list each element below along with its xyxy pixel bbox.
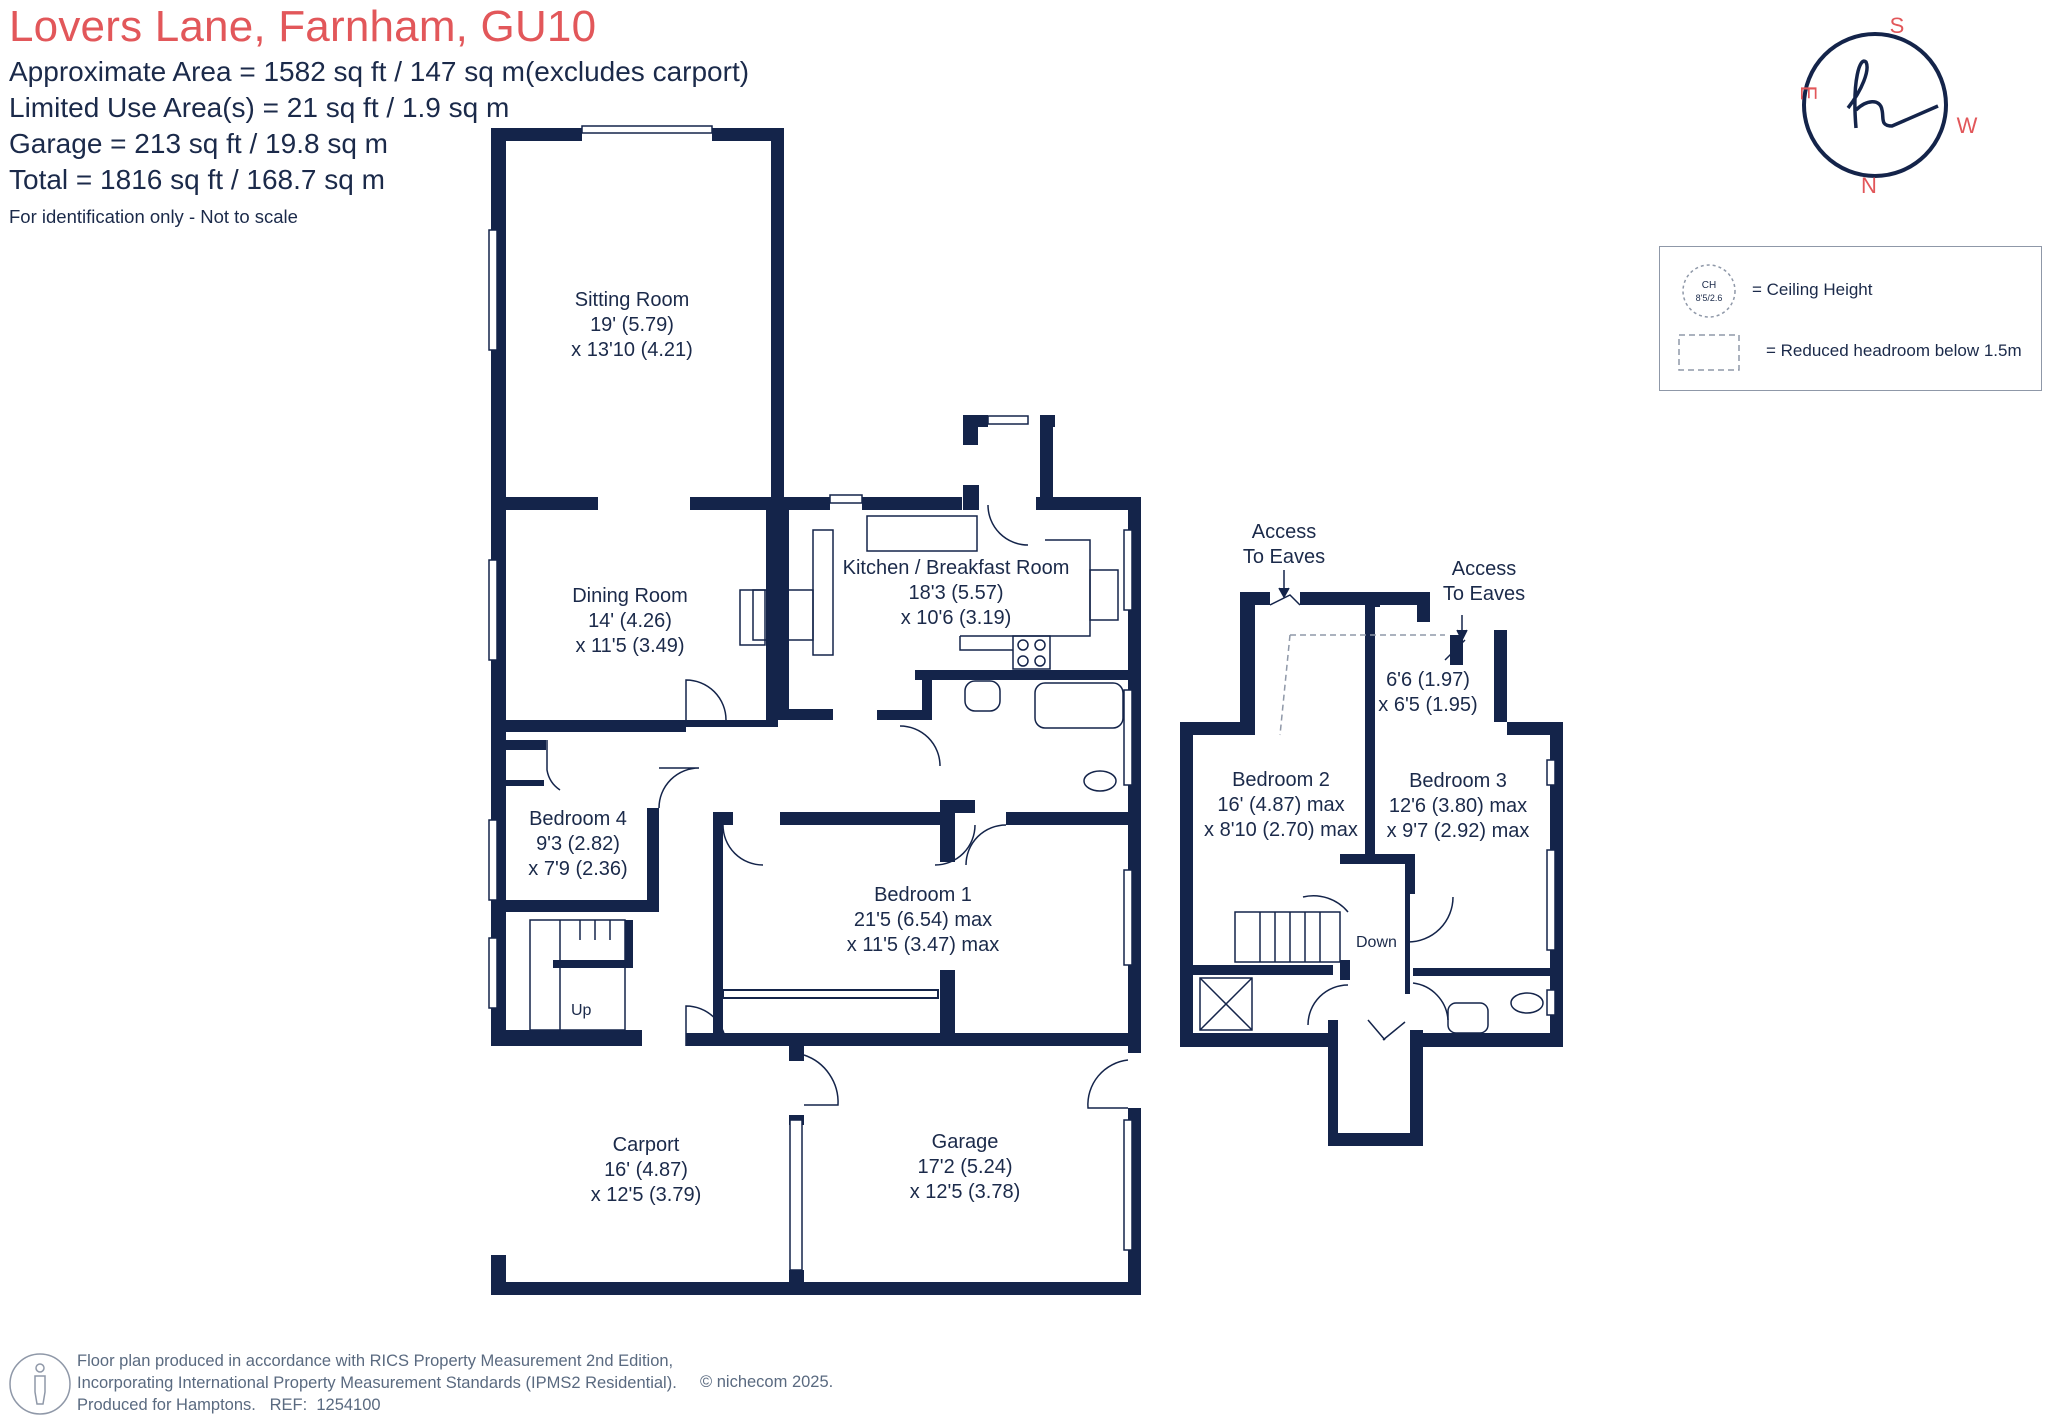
small-room-dim1: 6'6 (1.97)	[1386, 669, 1470, 691]
access-eaves-2-line2: To Eaves	[1443, 583, 1525, 605]
sink-icon	[1089, 569, 1119, 621]
plan-title: Lovers Lane, Farnham, GU10	[9, 2, 597, 51]
reduced-headroom-label: = Reduced headroom below 1.5m	[1766, 341, 2022, 360]
carport-dim1: 16' (4.87)	[604, 1159, 688, 1181]
ceiling-height-icon	[1682, 264, 1736, 318]
ceiling-height-label: = Ceiling Height	[1752, 280, 1873, 299]
footer-line-1: Floor plan produced in accordance with R…	[77, 1352, 674, 1370]
ceiling-icon-bottom: 8'5/2.6	[1696, 293, 1723, 303]
footer-line-3: Produced for Hamptons. REF: 1254100	[77, 1396, 381, 1414]
ground-floor	[491, 128, 1141, 1295]
bedroom3-dim1: 12'6 (3.80) max	[1389, 795, 1527, 817]
bedroom3-name: Bedroom 3	[1409, 770, 1507, 792]
basin-icon	[964, 680, 1001, 712]
small-room-dim2: x 6'5 (1.95)	[1378, 694, 1477, 716]
compass: S N E W	[1796, 13, 1978, 198]
access-eaves-1-line1: Access	[1252, 521, 1316, 543]
first-floor-staircase	[1234, 911, 1341, 963]
bedroom1-name: Bedroom 1	[874, 884, 972, 906]
stairs-down-label: Down	[1356, 934, 1397, 951]
first-floor-basin-icon	[1447, 1002, 1489, 1034]
identification-note: For identification only - Not to scale	[9, 206, 298, 227]
sitting-room-dim2: x 13'10 (4.21)	[571, 339, 693, 361]
bedroom1-dim2: x 11'5 (3.47) max	[847, 934, 999, 956]
dining-room-dim1: 14' (4.26)	[588, 610, 672, 632]
dining-room-dim2: x 11'5 (3.49)	[575, 635, 684, 657]
first-floor	[1180, 592, 1563, 1146]
bedroom2-dim1: 16' (4.87) max	[1217, 794, 1344, 816]
compass-south: S	[1890, 13, 1905, 38]
hamptons-logo-icon	[1846, 59, 1939, 129]
dining-room-name: Dining Room	[572, 585, 688, 607]
person-scale-icon	[9, 1353, 71, 1415]
access-eaves-1-line2: To Eaves	[1243, 546, 1325, 568]
kitchen-dim1: 18'3 (5.57)	[909, 582, 1004, 604]
carport-dim2: x 12'5 (3.79)	[591, 1184, 702, 1206]
ground-doors	[546, 504, 1129, 1109]
footer-notes: Floor plan produced in accordance with R…	[77, 1350, 677, 1416]
access-eaves-2-line1: Access	[1452, 558, 1516, 580]
compass-east: E	[1796, 86, 1821, 101]
bedroom4-dim2: x 7'9 (2.36)	[528, 858, 627, 880]
bedroom1-dim1: 21'5 (6.54) max	[854, 909, 992, 931]
first-floor-details	[1199, 570, 1556, 1041]
approximate-area: Approximate Area = 1582 sq ft / 147 sq m…	[9, 56, 750, 87]
shower-icon	[1199, 977, 1253, 1031]
reduced-headroom-icon	[1678, 334, 1740, 371]
bedroom2-name: Bedroom 2	[1232, 769, 1330, 791]
garage-area: Garage = 213 sq ft / 19.8 sq m	[9, 128, 388, 159]
toilet-icon	[1083, 770, 1117, 792]
first-floor-toilet-icon	[1510, 992, 1544, 1014]
garage-dim2: x 12'5 (3.78)	[910, 1181, 1021, 1203]
bath-icon	[1034, 682, 1124, 729]
compass-west: W	[1957, 113, 1978, 138]
total-area: Total = 1816 sq ft / 168.7 sq m	[9, 164, 385, 195]
ground-windows	[488, 125, 1133, 1271]
kitchen-worktop	[866, 515, 978, 552]
ceiling-icon-top: CH	[1702, 280, 1716, 291]
sitting-room-dim1: 19' (5.79)	[590, 314, 674, 336]
bedroom4-dim1: 9'3 (2.82)	[536, 833, 620, 855]
copyright: © nichecom 2025.	[700, 1373, 834, 1391]
bedroom2-dim2: x 8'10 (2.70) max	[1204, 819, 1358, 841]
garage-dim1: 17'2 (5.24)	[918, 1156, 1013, 1178]
sitting-room-name: Sitting Room	[575, 289, 690, 311]
bedroom4-name: Bedroom 4	[529, 808, 627, 830]
carport-name: Carport	[613, 1134, 680, 1156]
bedroom3-dim2: x 9'7 (2.92) max	[1387, 820, 1530, 842]
limited-use-area: Limited Use Area(s) = 21 sq ft / 1.9 sq …	[9, 92, 510, 123]
kitchen-name: Kitchen / Breakfast Room	[843, 557, 1070, 579]
room-labels: Sitting Room 19' (5.79) x 13'10 (4.21) D…	[528, 289, 1529, 1206]
kitchen-dim2: x 10'6 (3.19)	[901, 607, 1012, 629]
footer-line-2: Incorporating International Property Mea…	[77, 1374, 677, 1392]
legend-icons: CH 8'5/2.6	[1678, 264, 1740, 371]
ground-fixtures	[529, 515, 1124, 1031]
compass-north: N	[1861, 173, 1877, 198]
legend-box	[1659, 246, 2042, 391]
stairs-up-label: Up	[571, 1002, 592, 1019]
staircase	[529, 919, 626, 1031]
garage-name: Garage	[932, 1131, 999, 1153]
compass-ring-icon	[1802, 32, 1948, 178]
